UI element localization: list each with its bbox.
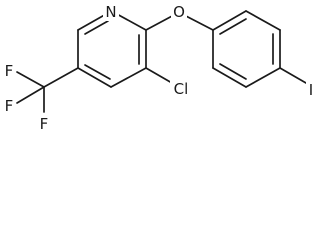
bond-c3-c4 (110, 67, 147, 88)
atom-fluorine-bottom: F (37, 114, 51, 133)
atom-mask-fluorine-left (2, 61, 16, 80)
atom-label-layer: N O Cl I F F F (2, 2, 317, 133)
bond-c4p-i (279, 67, 307, 84)
atom-mask-oxygen (171, 2, 187, 21)
atom-iodine: I (306, 80, 317, 99)
atom-label-nitrogen: N (105, 3, 116, 21)
bond-c5p-c6p-inner (219, 63, 247, 80)
atom-mask-nitrogen (103, 2, 119, 21)
atom-mask-chlorine (170, 79, 192, 98)
bond-c3-cl (145, 67, 173, 84)
atom-label-fluorine-left: F (5, 62, 14, 80)
bond-o-c1p (183, 14, 214, 31)
atom-label-iodine: I (309, 81, 313, 99)
atom-fluorine-left: F (2, 61, 16, 80)
atom-chlorine: Cl (170, 79, 192, 98)
bond-c4p-c5p (245, 67, 281, 88)
atom-fluorine-lower-left: F (2, 96, 16, 115)
bond-c5-cf3 (43, 67, 79, 88)
bond-c5p-c6p (212, 67, 247, 88)
atom-mask-fluorine-bottom (37, 114, 51, 133)
atom-label-fluorine-lower-left: F (5, 97, 14, 115)
atom-label-oxygen: O (173, 3, 185, 21)
bond-c4-c5-inner (84, 64, 111, 80)
bond-c2-o (145, 14, 175, 31)
atom-label-chlorine: Cl (174, 80, 189, 98)
bond-c6-n1-inner (84, 20, 109, 35)
atom-oxygen: O (171, 2, 187, 21)
bond-layer (16, 10, 307, 113)
bond-c1p-c2p-inner (219, 18, 247, 35)
atom-mask-iodine (306, 80, 317, 99)
bond-cf3-f-lower (16, 86, 45, 104)
atom-mask-fluorine-lower-left (2, 96, 16, 115)
bond-cf3-f-left (16, 71, 45, 88)
chemical-structure: N O Cl I F F F (2, 2, 317, 133)
bond-c4-c5 (77, 67, 112, 88)
bond-c2p-c3p (245, 10, 281, 31)
atom-nitrogen: N (103, 2, 119, 21)
bond-c1p-c2p (212, 10, 247, 31)
atom-label-fluorine-bottom: F (40, 115, 49, 133)
bond-n1-c2 (114, 12, 147, 31)
